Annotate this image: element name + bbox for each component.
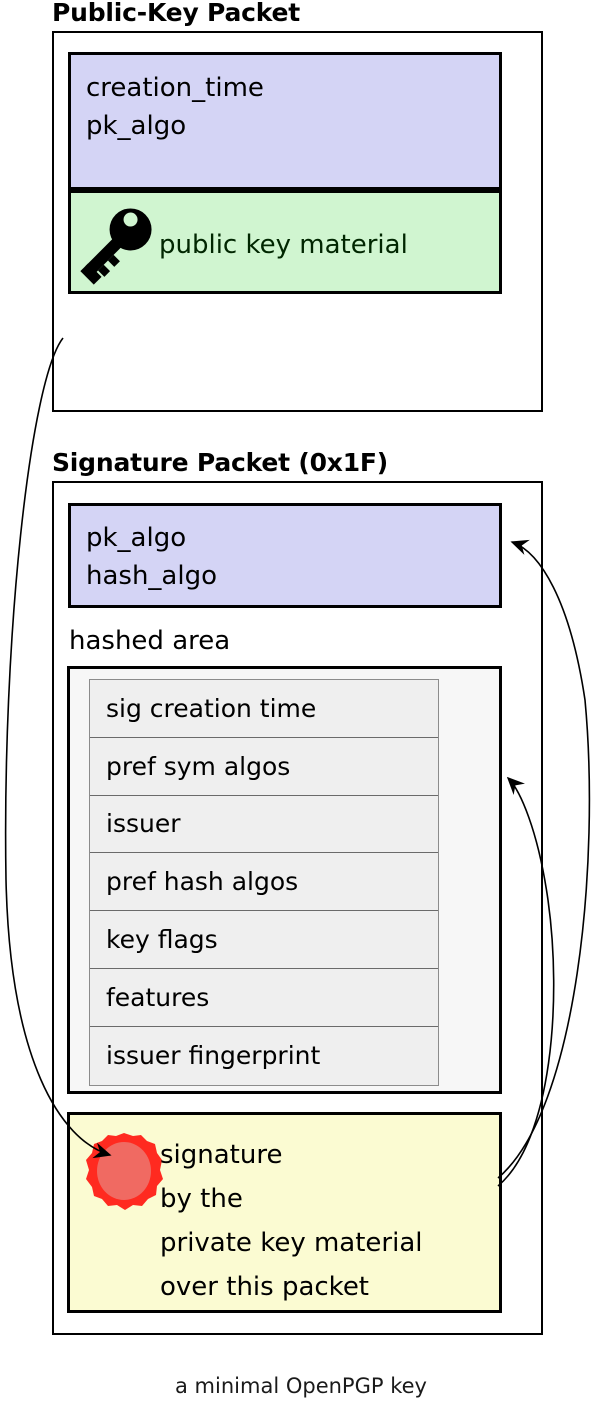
list-item[interactable]: issuer [90, 796, 438, 854]
signature-packet-title: Signature Packet (0x1F) [52, 448, 389, 477]
list-item[interactable]: pref sym algos [90, 738, 438, 796]
public-key-header-field-box: creation_time pk_algo ... [68, 52, 502, 217]
wax-seal-icon [86, 1133, 163, 1210]
key-icon [80, 208, 152, 285]
diagram-caption: a minimal OpenPGP key [175, 1374, 427, 1398]
signature-algo-field-box: pk_algo hash_algo [68, 503, 502, 608]
signature-block-box: signature by the private key material ov… [67, 1112, 502, 1313]
public-key-material-box: public key material [68, 190, 502, 294]
signature-block-text: signature by the private key material ov… [160, 1140, 423, 1302]
public-key-material-label: public key material [159, 230, 408, 260]
list-item[interactable]: features [90, 969, 438, 1027]
public-key-packet-title: Public-Key Packet [52, 0, 301, 27]
list-item[interactable]: sig creation time [90, 680, 438, 738]
list-item[interactable]: key flags [90, 911, 438, 969]
list-item[interactable]: issuer fingerprint [106, 1041, 321, 1071]
hashed-area-label: hashed area [69, 626, 231, 656]
list-item[interactable]: pref hash algos [90, 853, 438, 912]
hashed-area-box: sig creation time pref sym algos issuer … [67, 666, 502, 1094]
signature-algo-field-text: pk_algo hash_algo [86, 523, 218, 591]
hashed-subpacket-list: sig creation time pref sym algos issuer … [89, 679, 439, 1086]
